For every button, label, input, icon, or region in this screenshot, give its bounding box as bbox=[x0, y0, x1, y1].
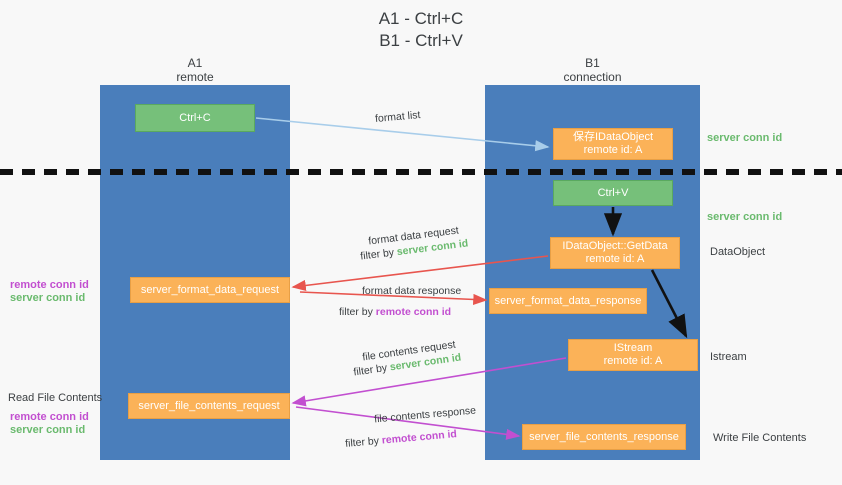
left-label-server-conn-id: server conn id bbox=[10, 292, 86, 304]
right-label-istream: Istream bbox=[710, 351, 747, 363]
box-save-idataobject[interactable]: 保存IDataObject remote id: A bbox=[553, 128, 673, 160]
left-label-conn-ids-format: remote conn id server conn id bbox=[10, 279, 89, 305]
lane-a1-subtitle: remote bbox=[176, 70, 214, 84]
box-server-format-data-response[interactable]: server_format_data_response bbox=[489, 288, 647, 314]
lane-b1-id: B1 bbox=[585, 56, 600, 70]
right-label-dataobject: DataObject bbox=[710, 246, 766, 258]
left-label-remote-conn-id: remote conn id bbox=[10, 279, 89, 291]
edge-label-format-list: format list bbox=[374, 109, 421, 125]
box-ctrl-c[interactable]: Ctrl+C bbox=[135, 104, 255, 132]
filter-value-remote-conn-id: remote conn id bbox=[381, 428, 458, 447]
right-label-server-conn-id-mid: server conn id bbox=[707, 211, 783, 223]
box-ctrl-v[interactable]: Ctrl+V bbox=[553, 180, 673, 206]
edge-label-format-data-response-filter: filter by remote conn id bbox=[339, 305, 451, 319]
left-label-server-conn-id: server conn id bbox=[10, 424, 86, 436]
box-idataobject-getdata[interactable]: IDataObject::GetData remote id: A bbox=[550, 237, 680, 269]
right-label-server-conn-id-top: server conn id bbox=[707, 132, 783, 144]
lane-header-b1: B1 connection bbox=[485, 56, 700, 84]
box-save-idataobject-line2: remote id: A bbox=[583, 144, 643, 156]
lane-b1-subtitle: connection bbox=[563, 70, 622, 84]
box-getdata-line2: remote id: A bbox=[585, 253, 645, 265]
box-server-format-data-request[interactable]: server_format_data_request bbox=[130, 277, 290, 303]
filter-prefix: filter by bbox=[344, 434, 383, 450]
box-getdata-line1: IDataObject::GetData bbox=[562, 240, 668, 252]
filter-prefix: filter by bbox=[359, 246, 398, 263]
box-istream[interactable]: IStream remote id: A bbox=[568, 339, 698, 371]
title-line-2: B1 - Ctrl+V bbox=[379, 31, 463, 50]
box-server-format-data-request-label: server_format_data_request bbox=[140, 283, 280, 296]
box-ctrl-v-label: Ctrl+V bbox=[597, 186, 629, 199]
title-line-1: A1 - Ctrl+C bbox=[378, 9, 464, 28]
filter-value-remote-conn-id: remote conn id bbox=[375, 306, 452, 318]
box-server-file-contents-response[interactable]: server_file_contents_response bbox=[522, 424, 686, 450]
lane-header-a1: A1 remote bbox=[100, 56, 290, 84]
box-ctrl-c-label: Ctrl+C bbox=[179, 111, 211, 124]
box-server-file-contents-response-label: server_file_contents_response bbox=[529, 430, 679, 443]
edge-label-format-data-response: format data response bbox=[362, 285, 462, 297]
right-label-write-file-contents: Write File Contents bbox=[713, 432, 807, 444]
filter-prefix: filter by bbox=[352, 361, 391, 379]
filter-prefix: filter by bbox=[339, 306, 376, 318]
box-server-file-contents-request-label: server_file_contents_request bbox=[138, 399, 280, 412]
box-save-idataobject-line1: 保存IDataObject bbox=[572, 131, 654, 143]
box-server-file-contents-request[interactable]: server_file_contents_request bbox=[128, 393, 290, 419]
box-istream-line2: remote id: A bbox=[603, 355, 663, 367]
edge-label-file-contents-response: file contents response bbox=[373, 404, 477, 426]
left-label-conn-ids-file: remote conn id server conn id bbox=[10, 411, 89, 437]
edge-label-file-contents-response-filter: filter by remote conn id bbox=[345, 427, 458, 451]
box-server-format-data-response-label: server_format_data_response bbox=[494, 294, 642, 307]
left-label-remote-conn-id: remote conn id bbox=[10, 411, 89, 423]
diagram-title: A1 - Ctrl+C B1 - Ctrl+V bbox=[0, 8, 842, 52]
box-istream-line1: IStream bbox=[613, 342, 653, 354]
left-label-read-file-contents: Read File Contents bbox=[8, 392, 103, 404]
lane-a1-id: A1 bbox=[187, 56, 203, 70]
